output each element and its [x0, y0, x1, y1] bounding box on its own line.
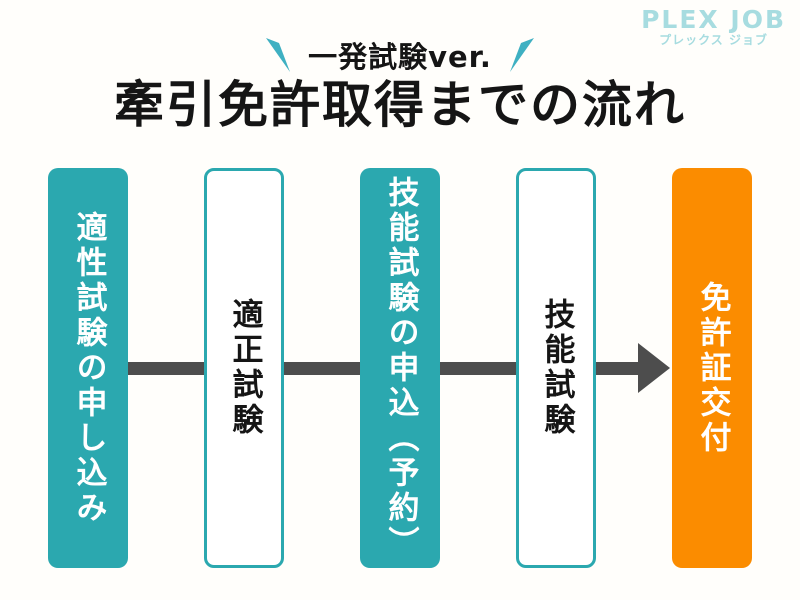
- emphasis-slash-left-icon: [266, 38, 291, 72]
- step-skill-test: 技能試験: [516, 168, 596, 568]
- step-label: 適正試験: [226, 298, 263, 438]
- step-skill-test-application: 技能試験の申込（予約）: [360, 168, 440, 568]
- step-aptitude-test: 適正試験: [204, 168, 284, 568]
- step-label: 免許証交付: [694, 280, 731, 456]
- page-title: 牽引免許取得までの流れ: [114, 76, 686, 134]
- step-label: 技能試験: [538, 298, 575, 438]
- logo-subtext: プレックス ジョブ: [659, 33, 768, 48]
- badge-text: 一発試験ver.: [308, 40, 492, 74]
- step-label: 技能試験の申込（予約）: [382, 175, 419, 561]
- step-license-issuance: 免許証交付: [672, 168, 752, 568]
- badge-row: 一発試験ver.: [0, 34, 800, 76]
- emphasis-slash-right-icon: [509, 38, 534, 72]
- step-label: 適性試験の申し込み: [70, 210, 107, 526]
- flow-steps: 適性試験の申し込み 適正試験 技能試験の申込（予約） 技能試験 免許証交付: [48, 168, 752, 568]
- step-aptitude-test-application: 適性試験の申し込み: [48, 168, 128, 568]
- logo-text: PLEX JOB: [641, 5, 786, 34]
- plex-job-logo: PLEX JOB プレックス ジョブ: [641, 5, 786, 48]
